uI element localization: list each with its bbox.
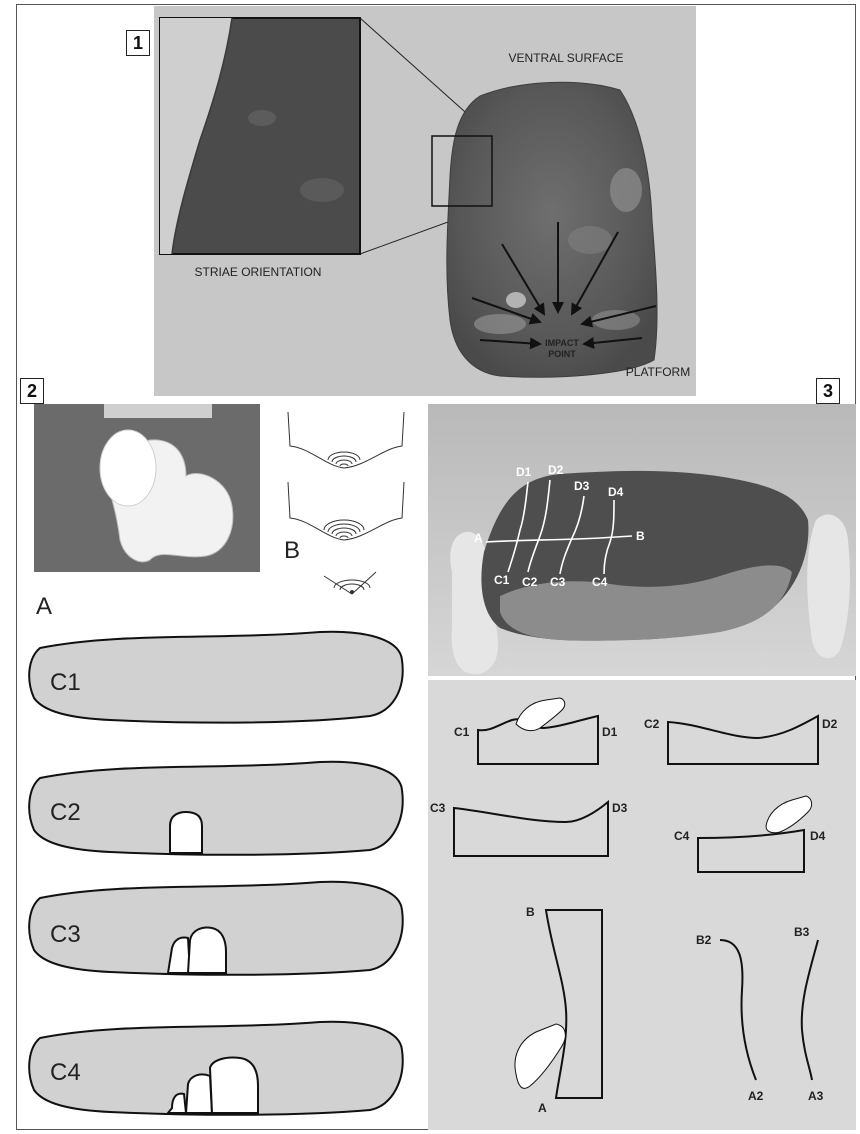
photo-a-scale — [104, 404, 212, 418]
section-label: C4 — [50, 1059, 81, 1086]
panel-3: D1 D2 D3 D4 A B C1 C2 C3 C4 C1 D1 C2 D2 — [428, 404, 856, 1130]
section-label: C3 — [50, 921, 81, 948]
removal-scar — [170, 812, 202, 853]
profile-label-left: C2 — [644, 717, 660, 731]
profile-label-right: D3 — [612, 801, 628, 815]
profile-label-left: C1 — [454, 725, 470, 739]
photo-a-detached-scar — [100, 430, 156, 506]
label-b: B — [636, 529, 645, 543]
bulb-diagram-3 — [324, 572, 376, 594]
profiles-background — [428, 680, 856, 1130]
section-label: C1 — [50, 669, 81, 696]
curve-label-bottom: A3 — [808, 1089, 824, 1103]
profile-label-bottom: A — [538, 1101, 547, 1115]
platform-label: PLATFORM — [626, 365, 690, 379]
curve-label-top: B2 — [696, 933, 712, 947]
profile-label-right: D1 — [602, 725, 618, 739]
bulb-diagram-2 — [288, 482, 404, 540]
section-c4: C4 — [29, 1022, 402, 1115]
label-a: A — [474, 531, 483, 545]
removal-scar — [210, 1057, 258, 1113]
flake-ventral — [447, 82, 657, 377]
inset-spot — [300, 178, 344, 202]
profile-label-right: D4 — [810, 829, 826, 843]
section-c1: C1 — [29, 632, 402, 723]
flake-cortex-patch — [568, 226, 612, 254]
section-outline — [29, 762, 402, 855]
panel-1: VENTRAL SURFACE STRIAE ORIENTATION IMPAC… — [154, 6, 696, 396]
profile-label-left: C4 — [674, 829, 690, 843]
section-c3: C3 — [29, 882, 402, 975]
curve-label-top: B3 — [794, 925, 810, 939]
label-d4: D4 — [608, 485, 624, 499]
label-c3: C3 — [550, 575, 566, 589]
panel-number-2: 2 — [20, 378, 44, 404]
ventral-surface-label: VENTRAL SURFACE — [509, 51, 624, 65]
flake-cortex-patch — [610, 168, 642, 212]
label-c2: C2 — [522, 575, 538, 589]
bulb-diagram-1 — [288, 412, 404, 468]
label-d3: D3 — [574, 479, 590, 493]
label-c1: C1 — [494, 573, 510, 587]
panel-2: B A C1 C2 C3 C4 — [29, 404, 404, 1115]
profile-label-right: D2 — [822, 717, 838, 731]
impact-point-label: IMPACT — [545, 338, 579, 348]
panel-number-3: 3 — [816, 378, 840, 404]
flake-cortex-patch — [474, 314, 526, 334]
removal-scar — [186, 1074, 212, 1113]
impact-point-label: POINT — [548, 349, 576, 359]
curve-label-bottom: A2 — [748, 1089, 764, 1103]
section-label: C2 — [50, 799, 81, 826]
flake-cortex-patch — [506, 292, 526, 308]
profile-label-top: B — [526, 905, 535, 919]
label-c4: C4 — [592, 575, 608, 589]
section-c2: C2 — [29, 762, 402, 855]
section-outline — [29, 632, 402, 723]
photo-3-finger — [807, 514, 850, 658]
label-b: B — [284, 537, 300, 564]
label-a: A — [36, 593, 52, 620]
label-d2: D2 — [548, 463, 564, 477]
label-d1: D1 — [516, 465, 532, 479]
inset-spot — [248, 110, 276, 126]
striae-orientation-label: STRIAE ORIENTATION — [195, 265, 322, 279]
profile-label-left: C3 — [430, 801, 446, 815]
panel-number-1: 1 — [126, 30, 150, 56]
removal-scar — [188, 928, 226, 974]
